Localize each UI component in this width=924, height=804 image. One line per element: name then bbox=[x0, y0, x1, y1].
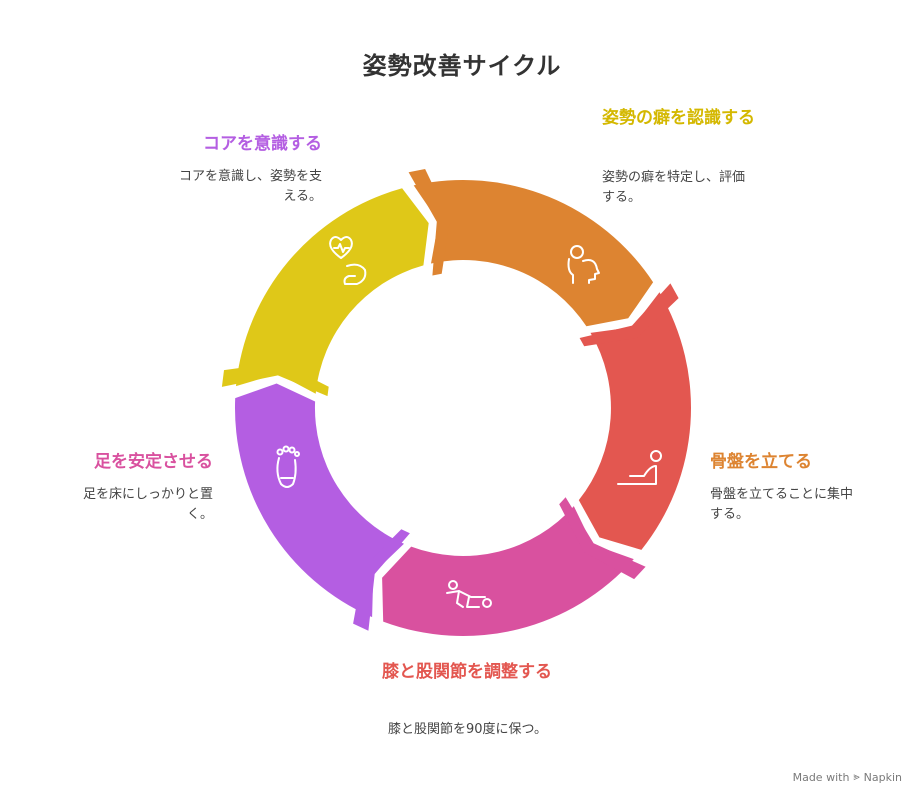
cycle-segment-3 bbox=[578, 292, 691, 550]
foot-icon bbox=[276, 445, 300, 488]
step-1-label: 姿勢の癖を認識する bbox=[602, 108, 755, 128]
cycle-connector-2 bbox=[408, 169, 450, 276]
cycle-connector-5 bbox=[353, 529, 410, 631]
step-3-label: 膝と股関節を調整する bbox=[382, 662, 552, 682]
reclining-person-icon bbox=[617, 450, 662, 485]
step-5-description: コアを意識し、姿勢を支える。 bbox=[178, 169, 322, 204]
heart-arm-icon bbox=[329, 236, 367, 285]
step-4-description: 足を床にしっかりと置く。 bbox=[82, 487, 213, 522]
cycle-segment-2 bbox=[413, 180, 654, 327]
cycle-connector-4 bbox=[559, 497, 646, 580]
cycle-segment-1 bbox=[236, 188, 429, 394]
step-5-label: コアを意識する bbox=[203, 134, 322, 154]
cycle-segment-5 bbox=[234, 383, 404, 618]
footer-credit: Made with ⪢ Napkin bbox=[793, 770, 902, 784]
step-2-description: 骨盤を立てることに集中する。 bbox=[710, 487, 854, 522]
lying-person-icon bbox=[446, 580, 492, 608]
cycle-segment-4 bbox=[382, 506, 634, 637]
cycle-connector-1 bbox=[221, 362, 329, 397]
head-profile-icon bbox=[567, 245, 600, 284]
cycle-connector-3 bbox=[579, 283, 679, 347]
step-3-description: 膝と股関節を90度に保つ。 bbox=[387, 722, 548, 737]
napkin-logo-icon: ⪢ bbox=[853, 770, 860, 783]
cycle-segments bbox=[221, 169, 691, 637]
step-4-label: 足を安定させる bbox=[94, 452, 213, 472]
napkin-brand-text: Napkin bbox=[863, 770, 902, 784]
made-with-text: Made with bbox=[792, 770, 850, 784]
step-2-label: 骨盤を立てる bbox=[710, 452, 812, 472]
page-title: 姿勢改善サイクル bbox=[362, 52, 562, 80]
step-1-description: 姿勢の癖を特定し、評価する。 bbox=[602, 170, 746, 205]
